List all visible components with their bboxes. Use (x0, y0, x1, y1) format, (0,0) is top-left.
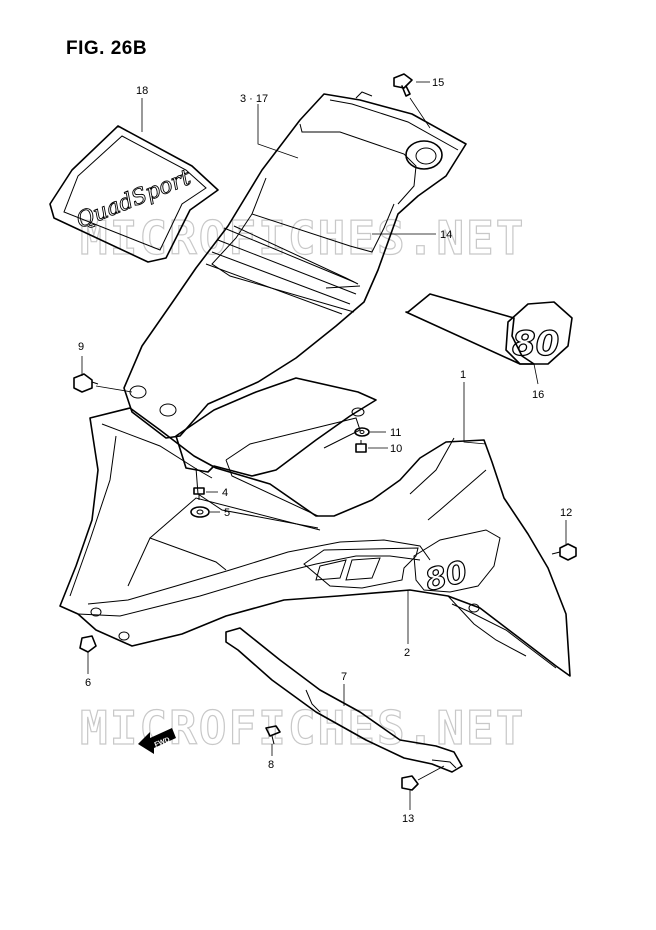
callout-12: 12 (560, 507, 572, 519)
callout-13: 13 (402, 813, 414, 825)
decal-80-small-text: 80 (512, 324, 559, 364)
hardware-bolt-4 (193, 487, 205, 500)
callout-labels: 18 3 · 17 15 14 9 16 1 11 10 4 5 12 2 6 … (78, 77, 572, 825)
callout-8: 8 (268, 759, 274, 771)
callout-16: 16 (532, 389, 544, 401)
hardware-screw-9 (73, 373, 99, 393)
hardware-nut-13 (401, 775, 419, 791)
leader-lines (81, 81, 567, 810)
hardware-washer-5 (190, 506, 210, 518)
callout-11: 11 (390, 427, 401, 439)
front-fender-main: 80 (59, 377, 571, 677)
fender-decal-80-text: 80 (422, 555, 471, 599)
hardware-bolt-8 (265, 725, 281, 745)
figure-title: FIG. 26B (66, 38, 148, 59)
callout-1: 1 (460, 369, 466, 381)
hardware-bolt-12 (551, 543, 577, 561)
hardware-bolt-15 (393, 73, 413, 97)
hardware-washer-11 (354, 427, 370, 437)
callout-4: 4 (222, 487, 228, 499)
callout-5: 5 (224, 507, 230, 519)
decal-80-small: 80 (405, 293, 573, 365)
callout-10: 10 (390, 443, 402, 455)
callout-18: 18 (136, 85, 148, 97)
callout-2: 2 (404, 647, 410, 659)
callout-6: 6 (85, 677, 91, 689)
hardware-clip-6 (79, 635, 97, 653)
fender-stripe (303, 547, 419, 589)
callout-15: 15 (432, 77, 444, 89)
fender-brace (225, 627, 463, 773)
fuel-cap-hole (405, 140, 443, 170)
front-fender-upper (123, 91, 467, 439)
callout-9: 9 (78, 341, 84, 353)
callout-14: 14 (440, 229, 452, 241)
callout-3-17: 3 · 17 (240, 93, 268, 105)
callout-7: 7 (341, 671, 347, 683)
hardware-bolt-10 (355, 440, 367, 453)
watermark-top: MICROFICHES.NET (80, 211, 525, 265)
